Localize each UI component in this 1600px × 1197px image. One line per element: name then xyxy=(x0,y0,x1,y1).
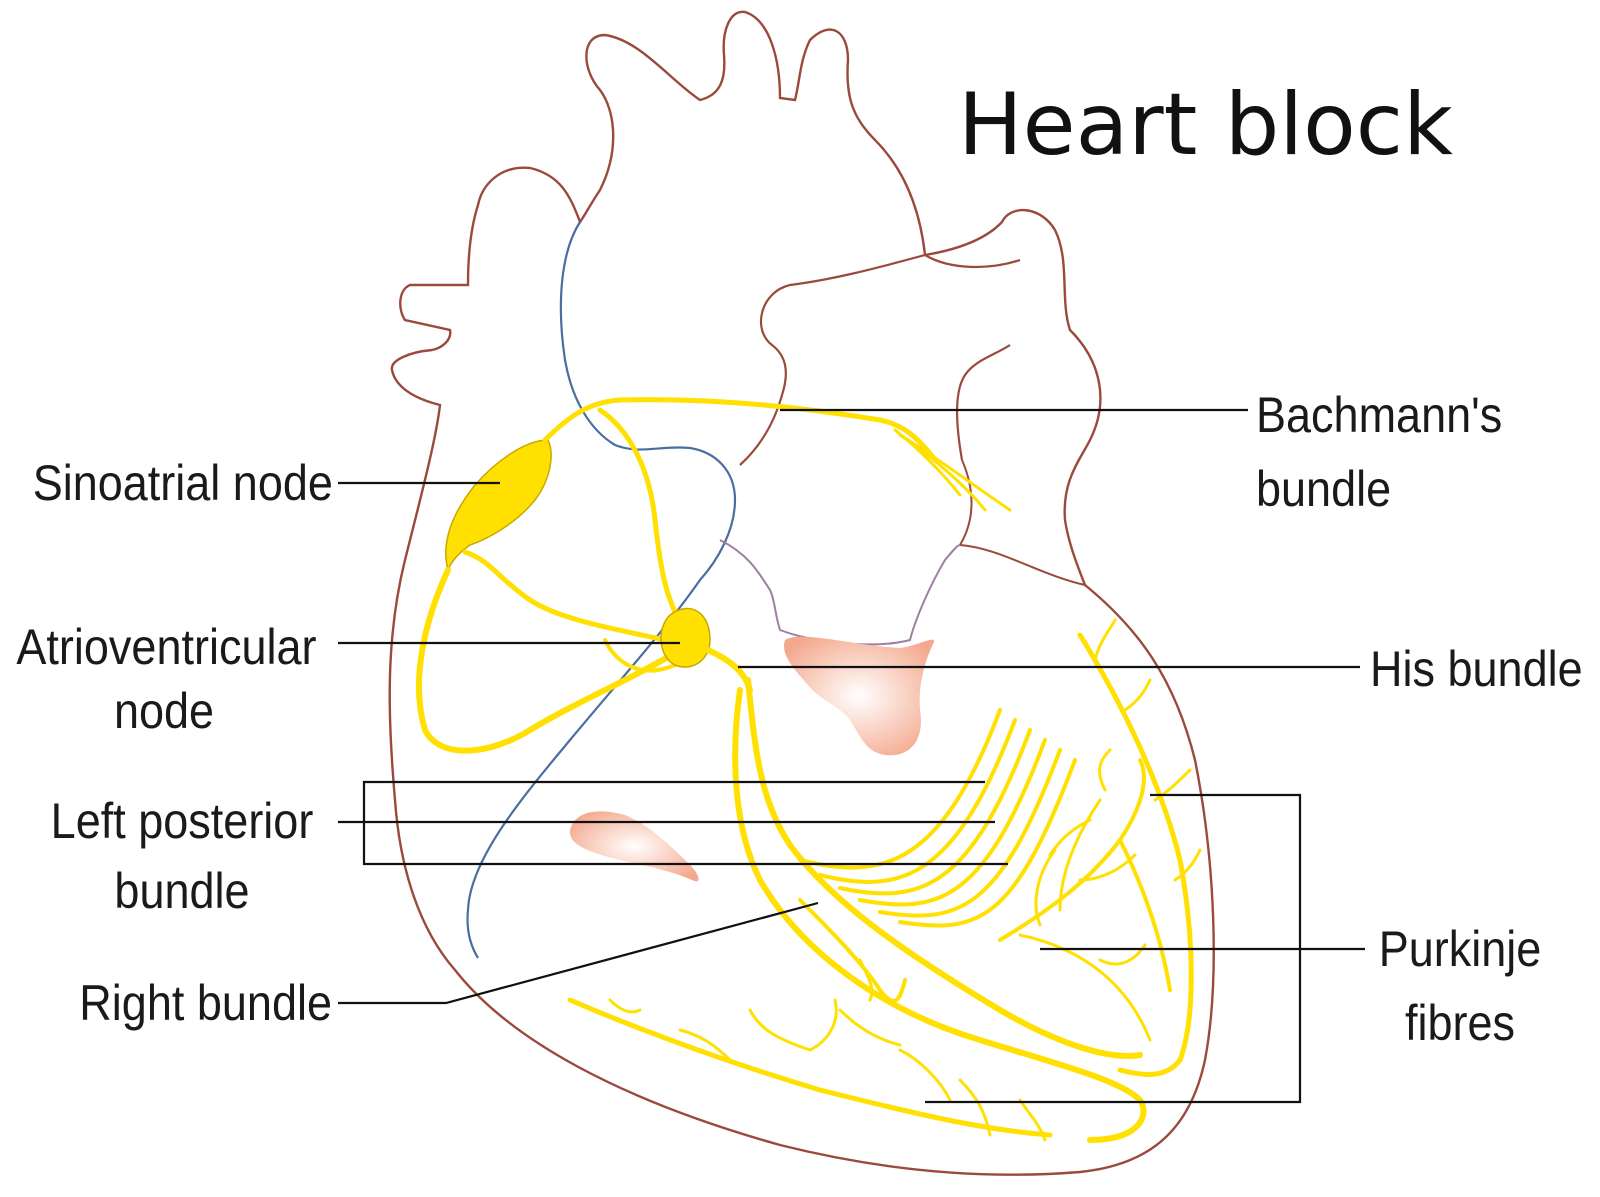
label-right-bundle: Right bundle xyxy=(79,975,332,1031)
label-left-posterior: Left posterior xyxy=(50,793,314,849)
purkinje-lower xyxy=(838,1008,902,1047)
purkinje-lower xyxy=(678,1028,732,1062)
label-bachmann-bundle: bundle xyxy=(1256,461,1392,517)
internodal-loop xyxy=(603,638,677,673)
sinoatrial-node-shape xyxy=(445,439,552,571)
purkinje-network xyxy=(1098,943,1147,966)
purkinje-network xyxy=(1048,818,1092,857)
pulmonary-contour xyxy=(956,344,1011,461)
posterior-fibre xyxy=(858,738,1047,907)
av-node-shape xyxy=(660,607,711,668)
purkinje-lower xyxy=(1018,1098,1047,1142)
posterior-fibre xyxy=(898,758,1077,928)
bundle-main-left xyxy=(745,677,1143,1059)
his-bundle-path xyxy=(705,647,753,693)
label-left-posterior-bundle: bundle xyxy=(114,863,250,919)
label-purkinje-fibres: fibres xyxy=(1404,995,1516,1051)
purkinje-lower xyxy=(858,958,874,1002)
purkinje-trunk-right xyxy=(1077,632,1194,1077)
purkinje-network xyxy=(1058,798,1102,912)
label-atrioventricular: Atrioventricular xyxy=(16,619,317,675)
label-bachmann: Bachmann's xyxy=(1256,387,1503,443)
label-his-bundle: His bundle xyxy=(1370,641,1583,697)
purkinje-lower xyxy=(567,997,1053,1138)
purkinje-network xyxy=(1018,933,1152,1042)
posterior-fibre xyxy=(838,728,1032,896)
internodal-middle xyxy=(462,549,668,643)
valve-contour xyxy=(719,539,961,646)
posterior-fibre xyxy=(798,708,1002,870)
purkinje-lower xyxy=(798,898,907,1003)
purkinje-lower xyxy=(898,1048,952,1102)
label-sinoatrial-node: Sinoatrial node xyxy=(32,455,333,511)
septum-upper xyxy=(959,544,1086,586)
bachmann-bundle-path xyxy=(542,397,938,463)
mitral-valve xyxy=(784,636,935,756)
label-purkinje: Purkinje xyxy=(1378,921,1542,977)
heart-outline xyxy=(388,10,1215,1176)
bachmann-branch xyxy=(903,436,1012,512)
purkinje-lower xyxy=(958,1078,992,1137)
conduction-system xyxy=(415,397,1202,1143)
purkinje-network xyxy=(1078,853,1137,882)
purkinje-network xyxy=(1098,748,1112,792)
purkinje-branch xyxy=(1123,678,1152,712)
internodal-posterior xyxy=(415,567,683,754)
purkinje-branch xyxy=(1173,848,1202,882)
purkinje-lower xyxy=(608,998,642,1014)
diagram-title: Heart block xyxy=(958,75,1453,175)
vein-line xyxy=(466,221,737,959)
leader-lines xyxy=(338,408,1365,1104)
internodal-anterior xyxy=(597,407,688,633)
aorta-inner-contour xyxy=(739,253,1021,466)
septum-contour xyxy=(959,459,973,546)
label-atrioventricular-node: node xyxy=(113,683,215,739)
purkinje-branch xyxy=(1153,768,1192,802)
leader-right-bundle xyxy=(338,901,819,1005)
purkinje-network xyxy=(1118,838,1172,992)
purkinje-lower xyxy=(748,998,838,1052)
purkinje-branch xyxy=(1093,618,1117,662)
posterior-fibre xyxy=(878,748,1062,918)
